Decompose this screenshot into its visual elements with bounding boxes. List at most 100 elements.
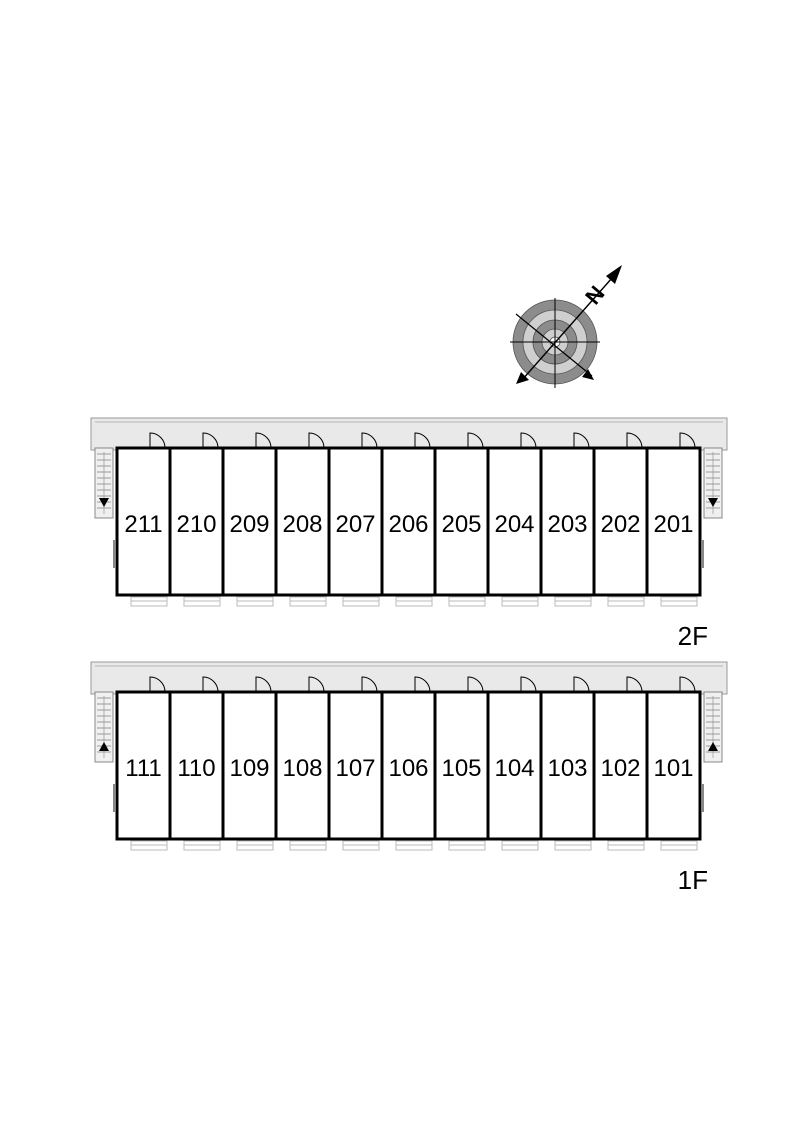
room-205: 205 xyxy=(433,432,490,607)
north-arrowhead-icon xyxy=(606,265,622,284)
room-number: 206 xyxy=(388,511,428,538)
floor-label: 2F xyxy=(678,621,708,651)
room-outline xyxy=(645,446,702,597)
room-outline xyxy=(433,690,490,841)
room-number: 210 xyxy=(176,511,216,538)
room-number: 109 xyxy=(229,755,269,782)
floor-1f: 111 110 109 108 107 106 105 104 103 102 101 1F xyxy=(90,661,728,895)
room-110: 110 xyxy=(168,676,225,851)
room-number: 204 xyxy=(494,511,534,538)
room-number: 203 xyxy=(547,511,587,538)
room-105: 105 xyxy=(433,676,490,851)
stairs-down-arrow-icon xyxy=(99,498,109,507)
room-106: 106 xyxy=(380,676,437,851)
stairs-up-arrow-icon xyxy=(99,742,109,751)
door-swing-icon xyxy=(202,676,219,693)
room-outline xyxy=(327,690,384,841)
room-number: 211 xyxy=(124,511,162,538)
door-swing-icon xyxy=(414,676,431,693)
east-arrowhead-icon xyxy=(582,369,594,380)
room-outline xyxy=(592,446,649,597)
room-number: 205 xyxy=(441,511,481,538)
room-number: 101 xyxy=(653,755,693,782)
door-swing-icon xyxy=(149,432,166,449)
door-swing-icon xyxy=(467,432,484,449)
door-swing-icon xyxy=(520,676,537,693)
room-number: 107 xyxy=(335,755,375,782)
room-outline xyxy=(486,690,543,841)
stairs-left xyxy=(94,691,114,763)
room-202: 202 xyxy=(592,432,649,607)
door-swing-icon xyxy=(255,432,272,449)
room-107: 107 xyxy=(327,676,384,851)
room-number: 111 xyxy=(125,755,161,782)
room-number: 110 xyxy=(177,755,215,782)
floor-label: 1F xyxy=(678,865,708,895)
corridor xyxy=(90,417,728,451)
door-swing-icon xyxy=(573,676,590,693)
room-outline xyxy=(592,690,649,841)
room-204: 204 xyxy=(486,432,543,607)
room-108: 108 xyxy=(274,676,331,851)
door-swing-icon xyxy=(626,676,643,693)
room-number: 105 xyxy=(441,755,481,782)
room-outline xyxy=(168,446,225,597)
room-outline xyxy=(380,690,437,841)
room-outline xyxy=(380,446,437,597)
stairs-right xyxy=(703,691,723,763)
room-209: 209 xyxy=(221,432,278,607)
room-outline xyxy=(168,690,225,841)
door-swing-icon xyxy=(255,676,272,693)
room-outline xyxy=(486,446,543,597)
room-111: 111 xyxy=(115,676,172,851)
room-outline xyxy=(327,446,384,597)
stairs-up-arrow-icon xyxy=(708,742,718,751)
room-211: 211 xyxy=(115,432,172,607)
stairs-left xyxy=(94,447,114,519)
door-swing-icon xyxy=(149,676,166,693)
door-swing-icon xyxy=(361,676,378,693)
stairs-down-arrow-icon xyxy=(708,498,718,507)
room-number: 207 xyxy=(335,511,375,538)
room-number: 102 xyxy=(600,755,640,782)
room-outline xyxy=(274,446,331,597)
floor-2f: 211 210 209 208 207 206 205 204 203 202 201 2F xyxy=(90,417,728,651)
door-swing-icon xyxy=(679,432,696,449)
door-swing-icon xyxy=(679,676,696,693)
room-number: 201 xyxy=(653,511,693,538)
corridor xyxy=(90,661,728,695)
door-swing-icon xyxy=(308,676,325,693)
room-outline xyxy=(115,690,172,841)
room-outline xyxy=(221,446,278,597)
room-201: 201 xyxy=(645,432,702,607)
room-number: 104 xyxy=(494,755,534,782)
door-swing-icon xyxy=(361,432,378,449)
room-number: 108 xyxy=(282,755,322,782)
room-outline xyxy=(645,690,702,841)
door-swing-icon xyxy=(202,432,219,449)
room-number: 209 xyxy=(229,511,269,538)
room-104: 104 xyxy=(486,676,543,851)
room-number: 103 xyxy=(547,755,587,782)
room-210: 210 xyxy=(168,432,225,607)
door-swing-icon xyxy=(308,432,325,449)
room-203: 203 xyxy=(539,432,596,607)
room-number: 208 xyxy=(282,511,322,538)
north-compass-icon: N xyxy=(510,265,622,388)
door-swing-icon xyxy=(467,676,484,693)
room-102: 102 xyxy=(592,676,649,851)
door-swing-icon xyxy=(520,432,537,449)
door-swing-icon xyxy=(626,432,643,449)
door-swing-icon xyxy=(414,432,431,449)
room-number: 106 xyxy=(388,755,428,782)
room-number: 202 xyxy=(600,511,640,538)
compass-north-line xyxy=(521,277,613,381)
room-207: 207 xyxy=(327,432,384,607)
room-101: 101 xyxy=(645,676,702,851)
stairs-right xyxy=(703,447,723,519)
room-outline xyxy=(539,446,596,597)
room-206: 206 xyxy=(380,432,437,607)
room-103: 103 xyxy=(539,676,596,851)
